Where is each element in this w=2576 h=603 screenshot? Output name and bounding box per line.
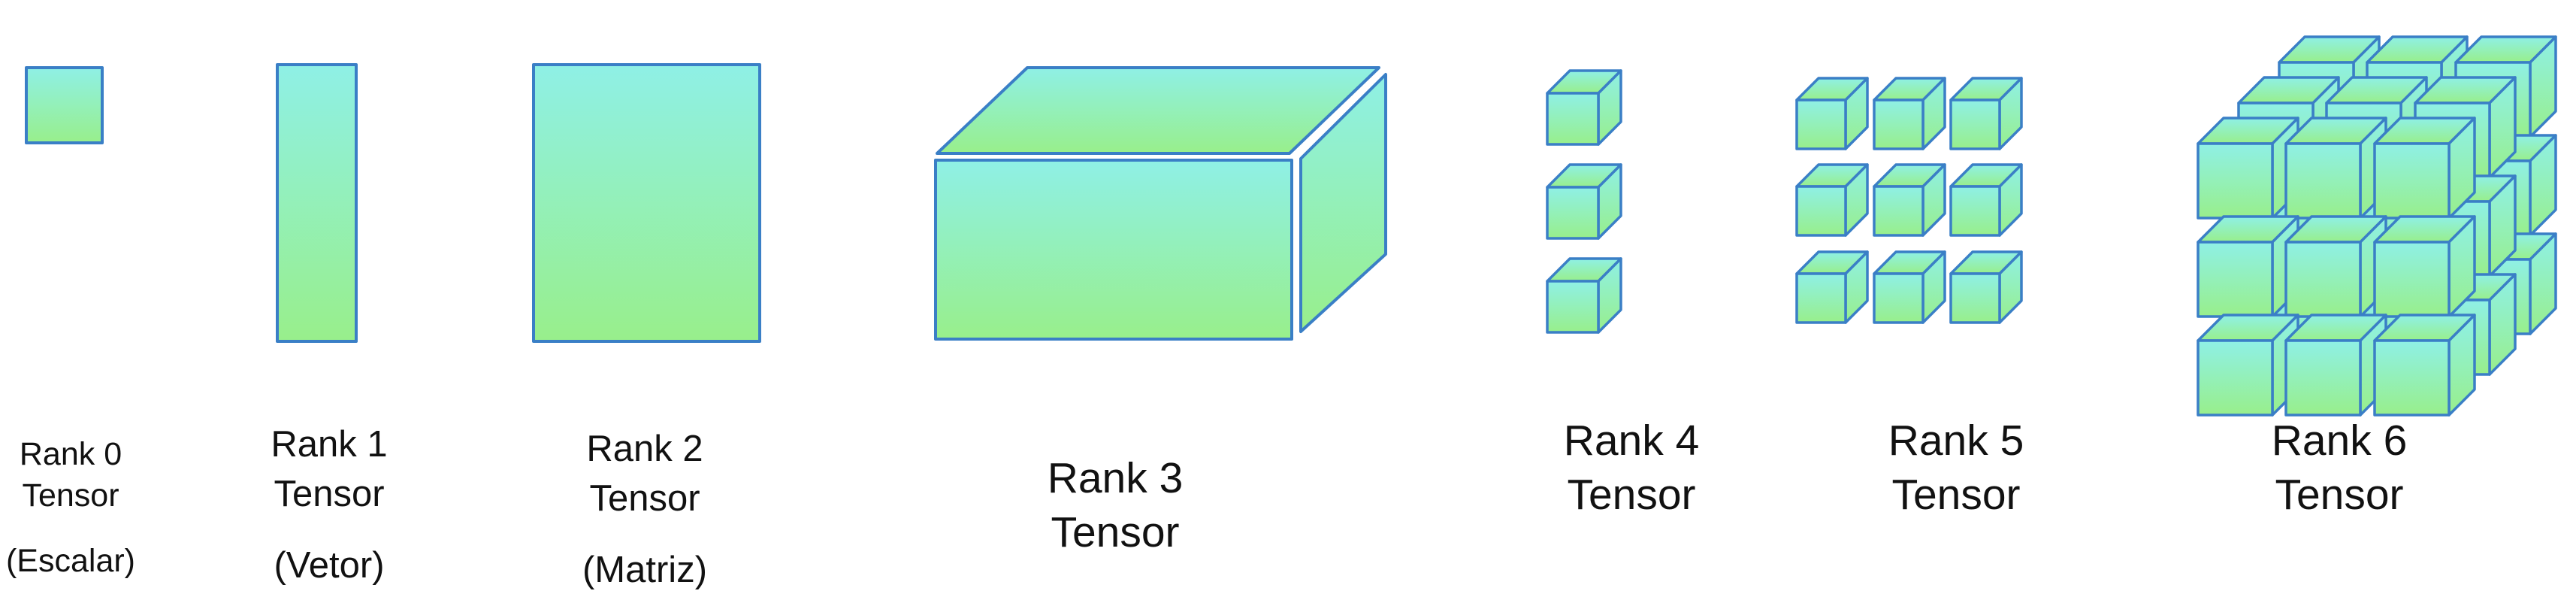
rank2-shape bbox=[532, 63, 761, 343]
rank6-cube-l1-r3-c2 bbox=[2284, 314, 2387, 417]
rank1-subtitle: Tensor bbox=[274, 474, 385, 515]
box-side-face bbox=[1299, 73, 1387, 333]
rank5-cube-5-front bbox=[1873, 185, 1924, 237]
rank0-shape bbox=[25, 66, 104, 144]
rank5-cube-5 bbox=[1873, 163, 1946, 237]
rank6-cube-l1-r1-c2-front bbox=[2284, 142, 2362, 220]
rank4-cube-1 bbox=[1546, 69, 1622, 146]
rank6-cubes bbox=[2197, 35, 2557, 417]
rank5-cube-7 bbox=[1795, 250, 1869, 324]
rank6-cube-l1-r2-c2 bbox=[2284, 215, 2387, 318]
rank6-cube-l1-r1-c3 bbox=[2373, 117, 2476, 220]
rank5-cube-9 bbox=[1949, 250, 2023, 324]
rank4-cube-3 bbox=[1546, 257, 1622, 334]
rank6-cube-l1-r3-c2-front bbox=[2284, 339, 2362, 417]
rank1-title: Rank 1 bbox=[271, 424, 388, 465]
rank5-cube-4 bbox=[1795, 163, 1869, 237]
rank5-cube-7-front bbox=[1795, 272, 1847, 324]
rank6-cube-l1-r2-c3-front bbox=[2373, 241, 2451, 318]
rank5-cubes bbox=[1795, 77, 2023, 324]
rank3-shape bbox=[934, 66, 1387, 341]
rank5-cube-1-front bbox=[1795, 98, 1847, 150]
rank4-cube-2 bbox=[1546, 163, 1622, 240]
rank2-label: Rank 2 Tensor bbox=[586, 428, 703, 520]
rank5-cube-2-front bbox=[1873, 98, 1924, 150]
rank0-subtitle: Tensor bbox=[22, 477, 119, 514]
rank6-cube-l1-r2-c1 bbox=[2197, 215, 2299, 318]
rank0-note: (Escalar) bbox=[5, 543, 136, 579]
rank5-cube-4-front bbox=[1795, 185, 1847, 237]
rank0-label: Rank 0 Tensor bbox=[20, 436, 122, 515]
rank4-cube-2-front bbox=[1546, 186, 1600, 240]
rank6-cube-l1-r3-c1 bbox=[2197, 314, 2299, 417]
rank5-cube-8 bbox=[1873, 250, 1946, 324]
rank5-cube-2 bbox=[1873, 77, 1946, 150]
rank4-label: Rank 4 Tensor bbox=[1564, 417, 1700, 520]
rank6-cube-l1-r2-c1-front bbox=[2197, 241, 2274, 318]
rank6-cube-l1-r1-c1-front bbox=[2197, 142, 2274, 220]
rank3-label: Rank 3 Tensor bbox=[1048, 454, 1184, 557]
rank4-cube-3-front bbox=[1546, 280, 1600, 334]
rank1-label: Rank 1 Tensor bbox=[271, 423, 387, 516]
rank6-title: Rank 6 bbox=[2271, 417, 2408, 465]
rank5-cube-6 bbox=[1949, 163, 2023, 237]
vector-column bbox=[276, 63, 358, 343]
rank6-cube-l1-r1-c3-front bbox=[2373, 142, 2451, 220]
rank6-cube-l1-r2-c2-front bbox=[2284, 241, 2362, 318]
rank4-title: Rank 4 bbox=[1563, 417, 1700, 465]
box-front-face bbox=[934, 159, 1293, 341]
rank6-cube-l1-r2-c3 bbox=[2373, 215, 2476, 318]
rank2-title: Rank 2 bbox=[586, 429, 703, 469]
rank6-cube-l1-r3-c3-front bbox=[2373, 339, 2451, 417]
rank4-cube-1-front bbox=[1546, 92, 1600, 146]
rank2-note: (Matriz) bbox=[582, 550, 708, 590]
rank5-cube-1 bbox=[1795, 77, 1869, 150]
rank5-subtitle: Tensor bbox=[1891, 470, 2021, 519]
rank3-title: Rank 3 bbox=[1047, 454, 1184, 502]
rank6-cube-l1-r3-c1-front bbox=[2197, 339, 2274, 417]
matrix-plane bbox=[532, 63, 761, 343]
rank2-subtitle: Tensor bbox=[589, 478, 700, 520]
rank6-cube-l1-r1-c1 bbox=[2197, 117, 2299, 220]
rank5-cube-9-front bbox=[1949, 272, 2001, 324]
rank0-title: Rank 0 bbox=[19, 436, 122, 472]
rank3-subtitle: Tensor bbox=[1051, 508, 1180, 556]
box-top-face bbox=[936, 66, 1380, 155]
rank6-cube-l1-r3-c3 bbox=[2373, 314, 2476, 417]
rank5-title: Rank 5 bbox=[1888, 417, 2024, 465]
rank5-label: Rank 5 Tensor bbox=[1888, 417, 2024, 520]
rank1-note: (Vetor) bbox=[274, 545, 385, 586]
rank5-cube-8-front bbox=[1873, 272, 1924, 324]
rank5-cube-6-front bbox=[1949, 185, 2001, 237]
rank6-subtitle: Tensor bbox=[2275, 470, 2404, 519]
rank5-cube-3-front bbox=[1949, 98, 2001, 150]
rank4-subtitle: Tensor bbox=[1567, 470, 1696, 519]
scalar-square bbox=[25, 66, 104, 144]
rank5-cube-3 bbox=[1949, 77, 2023, 150]
rank1-shape bbox=[276, 63, 358, 343]
rank6-cube-l1-r1-c2 bbox=[2284, 117, 2387, 220]
rank4-cubes bbox=[1546, 69, 1622, 334]
rank6-label: Rank 6 Tensor bbox=[2272, 417, 2408, 520]
